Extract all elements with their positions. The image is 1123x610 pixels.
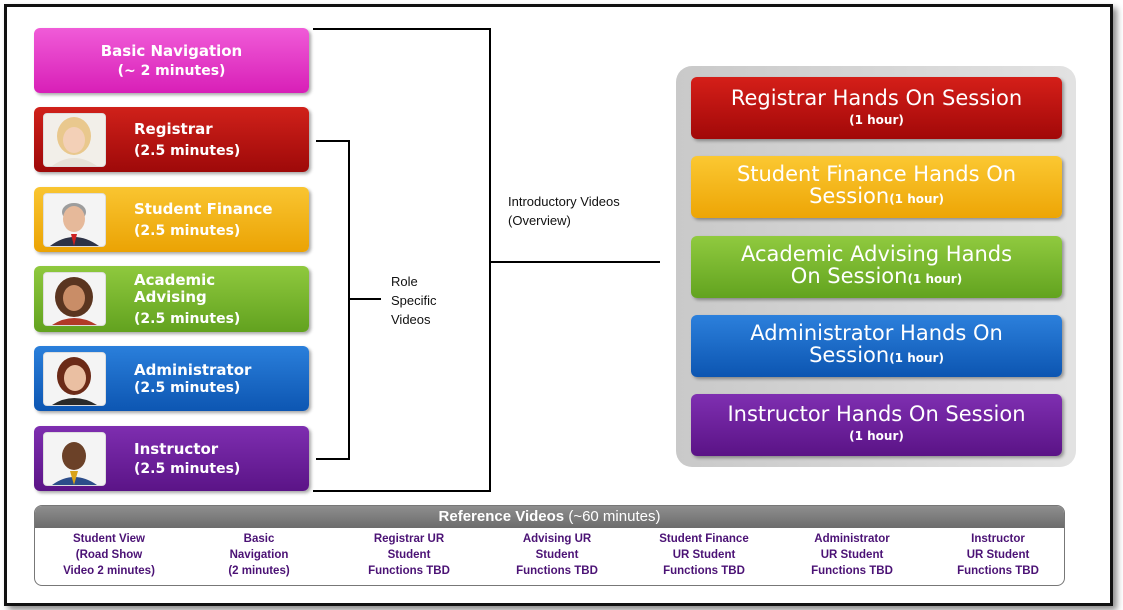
- ref-line: (Road Show: [75, 549, 143, 561]
- ref-line: UR Student: [672, 549, 736, 561]
- reference-item-student-view[interactable]: Student View (Road Show Video 2 minutes): [35, 531, 183, 579]
- registrar-title: Registrar: [134, 120, 213, 138]
- student-finance-session-line2: Session: [809, 184, 890, 208]
- ref-line: Student: [387, 549, 431, 561]
- introductory-videos-label: Introductory Videos (Overview): [508, 192, 620, 230]
- instructor-session-duration: (1 hour): [849, 429, 904, 443]
- ref-line: Basic: [243, 533, 275, 545]
- basic-navigation-title: Basic Navigation: [100, 42, 243, 60]
- registrar-avatar-icon: [43, 113, 106, 167]
- academic-advising-session-duration: (1 hour): [907, 272, 963, 286]
- ref-line: Video 2 minutes): [63, 565, 155, 577]
- instructor-session[interactable]: Instructor Hands On Session (1 hour): [691, 394, 1062, 456]
- reference-videos-duration: (~60 minutes): [568, 508, 661, 525]
- ref-line: Functions TBD: [957, 565, 1039, 577]
- ref-line: Advising UR: [522, 533, 592, 545]
- ref-line: Functions TBD: [368, 565, 450, 577]
- role-bracket-top: [316, 140, 350, 142]
- intro-label-line1: Introductory Videos: [508, 194, 620, 209]
- outer-bracket-top: [313, 28, 491, 30]
- reference-item-registrar[interactable]: Registrar UR Student Functions TBD: [335, 531, 483, 579]
- ref-line: Registrar UR: [373, 533, 445, 545]
- administrator-session-duration: (1 hour): [889, 351, 944, 365]
- academic-advising-session-title: Academic Advising Hands: [740, 242, 1013, 266]
- administrator-session-title: Administrator Hands On: [750, 321, 1003, 345]
- basic-navigation-duration: (~ 2 minutes): [117, 63, 226, 79]
- student-finance-session-line2-wrap: Session (1 hour): [691, 185, 1062, 214]
- reference-videos-title: Reference Videos: [438, 508, 565, 525]
- academic-advising-session[interactable]: Academic Advising Hands On Session (1 ho…: [691, 236, 1062, 298]
- role-label-line3: Videos: [391, 312, 431, 327]
- administrator-session-line2-wrap: Session (1 hour): [691, 344, 1062, 373]
- reference-videos-panel: Reference Videos (~60 minutes) Student V…: [34, 505, 1065, 586]
- ref-line: Navigation: [229, 549, 289, 561]
- student-finance-title: Student Finance: [134, 200, 273, 218]
- academic-advising-avatar-icon: [43, 272, 106, 326]
- role-bracket-bottom: [316, 458, 350, 460]
- academic-advising-title: Academic Advising: [134, 271, 216, 306]
- ref-line: UR Student: [966, 549, 1030, 561]
- administrator-avatar-icon: [43, 352, 106, 406]
- administrator-session-line2: Session: [809, 343, 890, 367]
- academic-advising-session-line2: On Session: [790, 264, 908, 288]
- role-label-line1: Role: [391, 274, 418, 289]
- student-finance-session-title: Student Finance Hands On: [736, 162, 1017, 186]
- student-finance-avatar-icon: [43, 193, 106, 247]
- role-label-line2: Specific: [391, 293, 437, 308]
- academic-advising-duration: (2.5 minutes): [134, 311, 241, 327]
- ref-line: (2 minutes): [228, 565, 290, 577]
- basic-navigation-video[interactable]: Basic Navigation (~ 2 minutes): [34, 28, 309, 93]
- registrar-video[interactable]: Registrar (2.5 minutes): [34, 107, 309, 172]
- ref-line: Administrator: [814, 533, 890, 545]
- administrator-duration: (2.5 minutes): [134, 380, 241, 396]
- academic-advising-session-line2-wrap: On Session (1 hour): [691, 265, 1062, 294]
- reference-item-advising[interactable]: Advising UR Student Functions TBD: [483, 531, 631, 579]
- outer-bracket-bottom: [313, 490, 491, 492]
- registrar-duration: (2.5 minutes): [134, 143, 241, 159]
- reference-videos-columns: Student View (Road Show Video 2 minutes)…: [35, 528, 1064, 584]
- student-finance-session-duration: (1 hour): [889, 192, 944, 206]
- administrator-title: Administrator: [134, 361, 252, 379]
- ref-line: Functions TBD: [516, 565, 598, 577]
- intro-label-line2: (Overview): [508, 213, 571, 228]
- registrar-session-duration: (1 hour): [849, 113, 904, 127]
- administrator-session[interactable]: Administrator Hands On Session (1 hour): [691, 315, 1062, 377]
- registrar-session[interactable]: Registrar Hands On Session (1 hour): [691, 77, 1062, 139]
- reference-item-student-finance[interactable]: Student Finance UR Student Functions TBD: [630, 531, 778, 579]
- reference-item-administrator[interactable]: Administrator UR Student Functions TBD: [778, 531, 926, 579]
- student-finance-session[interactable]: Student Finance Hands On Session (1 hour…: [691, 156, 1062, 218]
- student-finance-duration: (2.5 minutes): [134, 223, 241, 239]
- ref-line: Instructor: [971, 533, 1025, 545]
- instructor-title: Instructor: [134, 440, 219, 458]
- instructor-video[interactable]: Instructor (2.5 minutes): [34, 426, 309, 491]
- outer-bracket-vertical: [489, 28, 491, 492]
- ref-line: UR Student: [820, 549, 884, 561]
- role-bracket-vertical: [348, 140, 350, 460]
- role-specific-videos-label: Role Specific Videos: [391, 272, 437, 329]
- reference-videos-header: Reference Videos (~60 minutes): [35, 506, 1064, 528]
- reference-item-instructor[interactable]: Instructor UR Student Functions TBD: [924, 531, 1064, 579]
- academic-advising-video[interactable]: Academic Advising (2.5 minutes): [34, 266, 309, 332]
- instructor-duration: (2.5 minutes): [134, 461, 241, 477]
- registrar-session-title: Registrar Hands On Session: [730, 86, 1023, 110]
- student-finance-video[interactable]: Student Finance (2.5 minutes): [34, 187, 309, 252]
- ref-line: Functions TBD: [663, 565, 745, 577]
- instructor-avatar-icon: [43, 432, 106, 486]
- reference-item-basic-navigation[interactable]: Basic Navigation (2 minutes): [185, 531, 333, 579]
- role-bracket-out: [349, 298, 381, 300]
- ref-line: Student Finance: [659, 533, 749, 545]
- administrator-video[interactable]: Administrator (2.5 minutes): [34, 346, 309, 411]
- outer-to-sessions-line: [490, 261, 660, 263]
- instructor-session-title: Instructor Hands On Session: [727, 402, 1026, 426]
- ref-line: Functions TBD: [811, 565, 893, 577]
- ref-line: Student: [535, 549, 579, 561]
- ref-line: Student View: [73, 533, 145, 545]
